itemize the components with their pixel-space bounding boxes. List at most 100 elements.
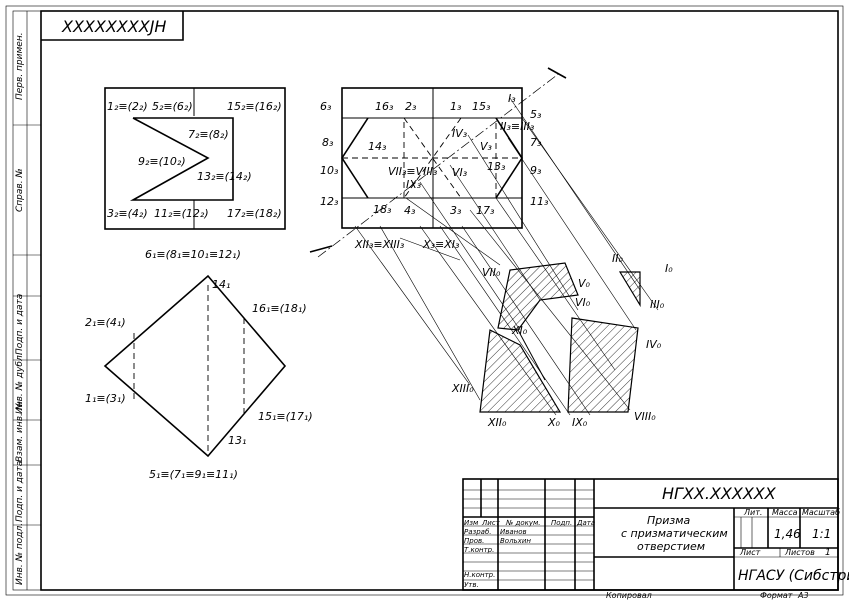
aux-label: VII₃≡VIII₃ xyxy=(388,165,438,178)
col-label: № докум. xyxy=(505,519,541,527)
front-label: 15₂≡(16₂) xyxy=(227,100,282,113)
aux-label: 15₃ xyxy=(472,100,491,113)
role-name: Иванов xyxy=(500,528,527,536)
outer-frame xyxy=(5,5,844,596)
col-label: Подп. xyxy=(551,519,572,527)
scale-value: 1:1 xyxy=(812,527,831,541)
side-label: Инв. № дубл. xyxy=(15,352,25,414)
aux-label: V₃ xyxy=(480,140,493,153)
oblique-label: V₀ xyxy=(578,277,591,290)
side-label: Взам. инв. № xyxy=(15,401,25,462)
title-line: Призма xyxy=(647,514,691,527)
aux-label: 12₃ xyxy=(320,195,339,208)
top-label: 5₁≡(7₁≡9₁≡11₁) xyxy=(149,468,238,481)
side-label: Подп. и дата xyxy=(15,294,25,355)
aux-label: IV₃ xyxy=(452,127,468,140)
aux-label: 10₃ xyxy=(320,164,339,177)
oblique-view: II₀ I₀ III₀ VII₀ V₀ VI₀ XI₀ IV₀ XIII₀ XI… xyxy=(451,252,673,429)
top-label: 2₁≡(4₁) xyxy=(85,316,126,329)
front-label: 7₂≡(8₂) xyxy=(188,128,229,141)
top-label: 6₁≡(8₁≡10₁≡12₁) xyxy=(145,248,241,261)
oblique-label: XIII₀ xyxy=(451,382,474,395)
front-label: 11₂≡(12₂) xyxy=(154,207,209,220)
oblique-label: III₀ xyxy=(650,298,665,311)
oblique-label: IV₀ xyxy=(646,338,662,351)
top-label: 15₁≡(17₁) xyxy=(258,410,313,423)
oblique-label: VIII₀ xyxy=(634,410,656,423)
sheets-label: Листов xyxy=(784,548,815,557)
front-label: 5₂≡(6₂) xyxy=(152,100,193,113)
top-view: 6₁≡(8₁≡10₁≡12₁) 14₁ 16₁≡(18₁) 2₁≡(4₁) 1₁… xyxy=(85,248,313,481)
role-label: Т.контр. xyxy=(464,546,494,554)
top-label: 16₁≡(18₁) xyxy=(252,302,307,315)
aux-label: 1₃ xyxy=(450,100,462,113)
aux-label: 8₃ xyxy=(322,136,334,149)
oblique-label: IX₀ xyxy=(572,416,588,429)
role-name: Вольхин xyxy=(500,537,531,545)
front-label: 9₂≡(10₂) xyxy=(138,155,186,168)
aux-label: 18₃ xyxy=(373,203,392,216)
top-label: 14₁ xyxy=(212,278,230,291)
aux-label: 2₃ xyxy=(405,100,417,113)
aux-label: I₃ xyxy=(508,92,516,105)
org-name: НГАСУ (Сибстрин) xyxy=(738,568,849,584)
sheet-label: Лист xyxy=(739,548,761,557)
side-label: Перв. примен. xyxy=(15,32,25,100)
aux-label: 13₃ xyxy=(487,160,506,173)
aux-label: 16₃ xyxy=(375,100,394,113)
oblique-label: II₀ xyxy=(612,252,623,265)
aux-label: 5₃ xyxy=(530,108,542,121)
role-label: Пров. xyxy=(464,537,484,545)
oblique-label: XII₀ xyxy=(487,416,507,429)
top-label: 13₁ xyxy=(228,434,246,447)
aux-label: 4₃ xyxy=(404,204,416,217)
front-label: 3₂≡(4₂) xyxy=(107,207,148,220)
oblique-label: X₀ xyxy=(547,416,561,429)
side-strip: Перв. примен. Справ. № Подп. и дата Инв.… xyxy=(12,10,42,591)
aux-label: 14₃ xyxy=(368,140,387,153)
title-line: отверстием xyxy=(637,540,705,553)
aux-label: 9₃ xyxy=(530,164,542,177)
aux-label: 3₃ xyxy=(450,204,462,217)
format-value: А3 xyxy=(797,591,809,600)
role-label: Разраб. xyxy=(464,528,492,536)
aux-label: XII₃≡XIII₃ xyxy=(354,238,405,251)
mass-label: Масса xyxy=(772,508,798,517)
aux-label: 11₃ xyxy=(530,195,549,208)
aux-label: IX₃ xyxy=(406,178,422,191)
format-label: Формат xyxy=(760,591,793,600)
side-label: Инв. № подл. xyxy=(15,523,25,585)
front-label: 17₂≡(18₂) xyxy=(227,207,282,220)
aux-label: 7₃ xyxy=(530,136,542,149)
oblique-label: XI₀ xyxy=(511,324,528,337)
copied-label: Копировал xyxy=(606,591,652,600)
sheets-value: 1 xyxy=(825,548,831,558)
side-label: Подп. и дата xyxy=(15,461,25,522)
col-label: Лист xyxy=(481,519,501,527)
front-label: 1₂≡(2₂) xyxy=(107,100,148,113)
oblique-label: VII₀ xyxy=(482,266,501,279)
front-label: 13₂≡(14₂) xyxy=(197,170,252,183)
code-box: XXXXXXXXJH xyxy=(41,11,184,41)
aux-label: VI₃ xyxy=(452,166,468,179)
lit-label: Лит. xyxy=(743,508,762,517)
front-view: 1₂≡(2₂) 5₂≡(6₂) 15₂≡(16₂) 7₂≡(8₂) 9₂≡(10… xyxy=(104,87,286,230)
doc-code: НГХХ.ХХХХХХ xyxy=(662,484,777,503)
mass-value: 1,46 xyxy=(774,527,801,541)
aux-label: 6₃ xyxy=(320,100,332,113)
col-label: Изм xyxy=(464,519,479,527)
aux-label: II₃≡III₃ xyxy=(500,120,535,133)
title-line: с призматическим xyxy=(621,527,728,540)
oblique-label: VI₀ xyxy=(575,296,591,309)
title-block: НГХХ.ХХХХХХ Призма с призматическим отве… xyxy=(462,478,849,600)
oblique-label: I₀ xyxy=(665,262,673,275)
scale-label: Масштаб xyxy=(802,508,840,517)
code-box-text: XXXXXXXXJH xyxy=(61,17,166,36)
top-label: 1₁≡(3₁) xyxy=(85,392,126,405)
col-label: Дата xyxy=(576,519,595,527)
role-label: Утв. xyxy=(464,581,479,589)
side-label: Справ. № xyxy=(15,168,25,212)
role-label: Н.контр. xyxy=(464,571,495,579)
